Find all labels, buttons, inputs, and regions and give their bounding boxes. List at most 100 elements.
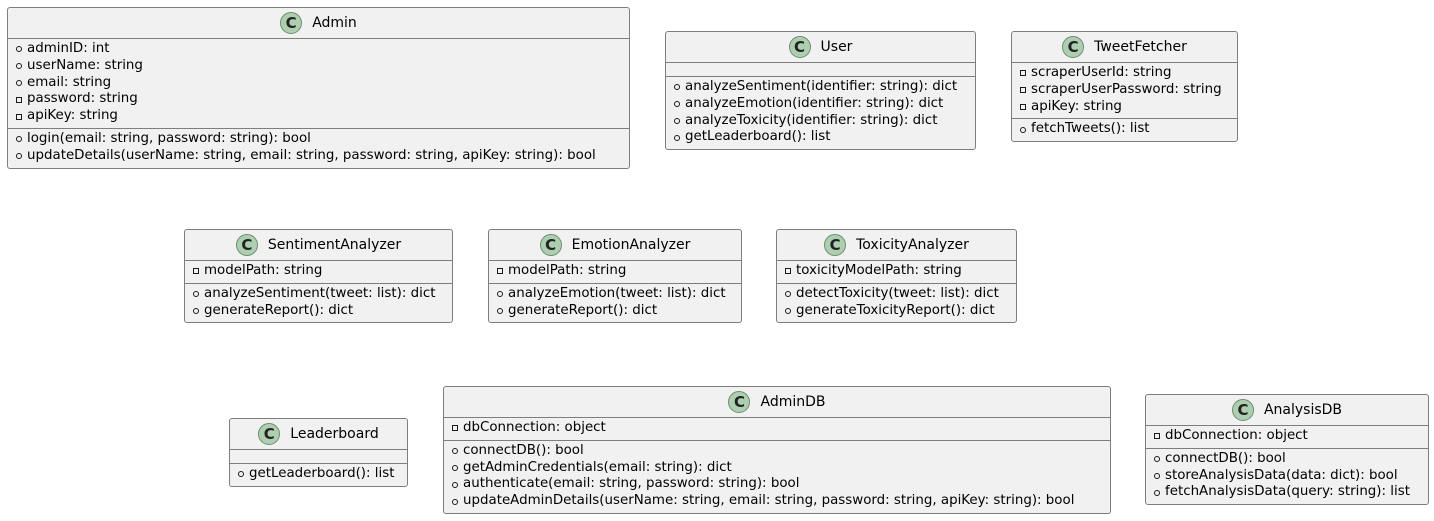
class-methods: getLeaderboard(): list <box>230 464 407 486</box>
public-visibility-icon <box>452 448 463 455</box>
class-c-icon: C <box>728 391 751 413</box>
class-attributes: modelPath: string <box>185 261 452 284</box>
public-visibility-icon <box>674 134 685 141</box>
class-leaderboard: C Leaderboard getLeaderboard(): list <box>229 418 408 487</box>
method: updateDetails(userName: string, email: s… <box>16 148 629 165</box>
method: analyzeEmotion(identifier: string): dict <box>674 96 975 113</box>
method: updateAdminDetails(userName: string, ema… <box>452 493 1110 510</box>
class-methods: detectToxicity(tweet: list): dict genera… <box>777 284 1016 323</box>
attribute: toxicityModelPath: string <box>785 263 1016 280</box>
class-analysisdb: C AnalysisDB dbConnection: object connec… <box>1145 394 1429 506</box>
public-visibility-icon <box>1154 489 1165 496</box>
method-text: authenticate(email: string, password: st… <box>463 476 800 492</box>
attribute: password: string <box>16 91 629 108</box>
class-c-icon: C <box>1062 36 1085 58</box>
method: getLeaderboard(): list <box>238 466 407 483</box>
class-methods: analyzeEmotion(tweet: list): dict genera… <box>489 284 741 323</box>
class-methods: analyzeSentiment(identifier: string): di… <box>666 77 975 149</box>
attribute-text: modelPath: string <box>508 263 627 278</box>
attribute: modelPath: string <box>193 263 452 280</box>
method-text: connectDB(): bool <box>1165 450 1286 466</box>
attribute: apiKey: string <box>1020 99 1237 116</box>
class-c-icon: C <box>1231 399 1254 421</box>
class-toxicityanalyzer: C ToxicityAnalyzer toxicityModelPath: st… <box>776 229 1017 324</box>
method: storeAnalysisData(data: dict): bool <box>1154 468 1428 485</box>
public-visibility-icon <box>452 498 463 505</box>
method-text: storeAnalysisData(data: dict): bool <box>1165 467 1398 483</box>
attribute-text: apiKey: string <box>27 108 118 124</box>
method-text: getLeaderboard(): list <box>685 129 831 145</box>
public-visibility-icon <box>785 291 796 298</box>
method: getAdminCredentials(email: string): dict <box>452 460 1110 477</box>
class-attributes: dbConnection: object <box>1146 426 1428 449</box>
method-text: analyzeEmotion(tweet: list): dict <box>508 285 726 301</box>
attribute-text: scraperUserPassword: string <box>1031 81 1222 97</box>
class-methods: fetchTweets(): list <box>1012 119 1237 141</box>
class-methods: login(email: string, password: string): … <box>8 129 629 168</box>
method-text: connectDB(): bool <box>463 442 584 458</box>
class-name: EmotionAnalyzer <box>571 237 691 253</box>
class-tweetfetcher: C TweetFetcher scraperUserId: string scr… <box>1011 31 1238 143</box>
attribute: userName: string <box>16 58 629 75</box>
class-sentimentanalyzer: C SentimentAnalyzer modelPath: string an… <box>184 229 453 324</box>
class-attributes: toxicityModelPath: string <box>777 261 1016 284</box>
method-text: getLeaderboard(): list <box>249 466 395 481</box>
method-text: detectToxicity(tweet: list): dict <box>796 285 999 301</box>
method: detectToxicity(tweet: list): dict <box>785 286 1016 303</box>
method: login(email: string, password: string): … <box>16 131 629 148</box>
method-text: generateReport(): dict <box>508 302 658 318</box>
class-name: ToxicityAnalyzer <box>856 237 969 253</box>
private-visibility-icon <box>1020 87 1031 94</box>
method: connectDB(): bool <box>452 443 1110 460</box>
method-text: analyzeEmotion(identifier: string): dict <box>685 95 944 111</box>
attribute-text: userName: string <box>27 57 143 73</box>
method: fetchTweets(): list <box>1020 121 1237 138</box>
attribute-text: dbConnection: object <box>1165 428 1308 443</box>
method: fetchAnalysisData(query: string): list <box>1154 484 1428 501</box>
method: analyzeSentiment(identifier: string): di… <box>674 79 975 96</box>
private-visibility-icon <box>1154 433 1165 440</box>
method-text: fetchTweets(): list <box>1031 121 1150 137</box>
attribute: email: string <box>16 75 629 92</box>
method: getLeaderboard(): list <box>674 129 975 146</box>
private-visibility-icon <box>193 268 204 275</box>
public-visibility-icon <box>674 117 685 124</box>
method: analyzeToxicity(identifier: string): dic… <box>674 113 975 130</box>
attribute: dbConnection: object <box>1154 428 1428 445</box>
method-text: getAdminCredentials(email: string): dict <box>463 459 732 475</box>
method: authenticate(email: string, password: st… <box>452 476 1110 493</box>
class-attributes <box>230 450 407 464</box>
class-admin: C Admin adminID: int userName: string em… <box>7 7 630 169</box>
method-text: login(email: string, password: string): … <box>27 130 311 146</box>
method-text: fetchAnalysisData(query: string): list <box>1165 484 1410 500</box>
class-name: User <box>820 39 853 55</box>
class-c-icon: C <box>824 234 847 256</box>
public-visibility-icon <box>193 291 204 298</box>
public-visibility-icon <box>497 307 508 314</box>
class-header: C AnalysisDB <box>1146 395 1428 426</box>
private-visibility-icon <box>785 268 796 275</box>
class-attributes: modelPath: string <box>489 261 741 284</box>
class-name: Leaderboard <box>290 426 379 442</box>
class-user: C User analyzeSentiment(identifier: stri… <box>665 31 976 151</box>
class-name: AdminDB <box>760 394 826 410</box>
public-visibility-icon <box>16 63 27 70</box>
public-visibility-icon <box>16 136 27 143</box>
method-text: generateToxicityReport(): dict <box>796 302 995 318</box>
method: analyzeEmotion(tweet: list): dict <box>497 286 741 303</box>
class-emotionanalyzer: C EmotionAnalyzer modelPath: string anal… <box>488 229 742 324</box>
method-text: updateAdminDetails(userName: string, ema… <box>463 493 1075 509</box>
method-text: analyzeSentiment(tweet: list): dict <box>204 285 436 301</box>
class-name: Admin <box>312 15 357 31</box>
class-header: C EmotionAnalyzer <box>489 230 741 261</box>
class-c-icon: C <box>235 234 258 256</box>
class-attributes: scraperUserId: string scraperUserPasswor… <box>1012 63 1237 120</box>
attribute-text: apiKey: string <box>1031 98 1122 114</box>
class-admindb: C AdminDB dbConnection: object connectDB… <box>443 386 1111 514</box>
method: generateToxicityReport(): dict <box>785 303 1016 320</box>
attribute: dbConnection: object <box>452 420 1110 437</box>
attribute-text: email: string <box>27 74 112 90</box>
private-visibility-icon <box>16 113 27 120</box>
method: analyzeSentiment(tweet: list): dict <box>193 286 452 303</box>
class-attributes: adminID: int userName: string email: str… <box>8 39 629 129</box>
